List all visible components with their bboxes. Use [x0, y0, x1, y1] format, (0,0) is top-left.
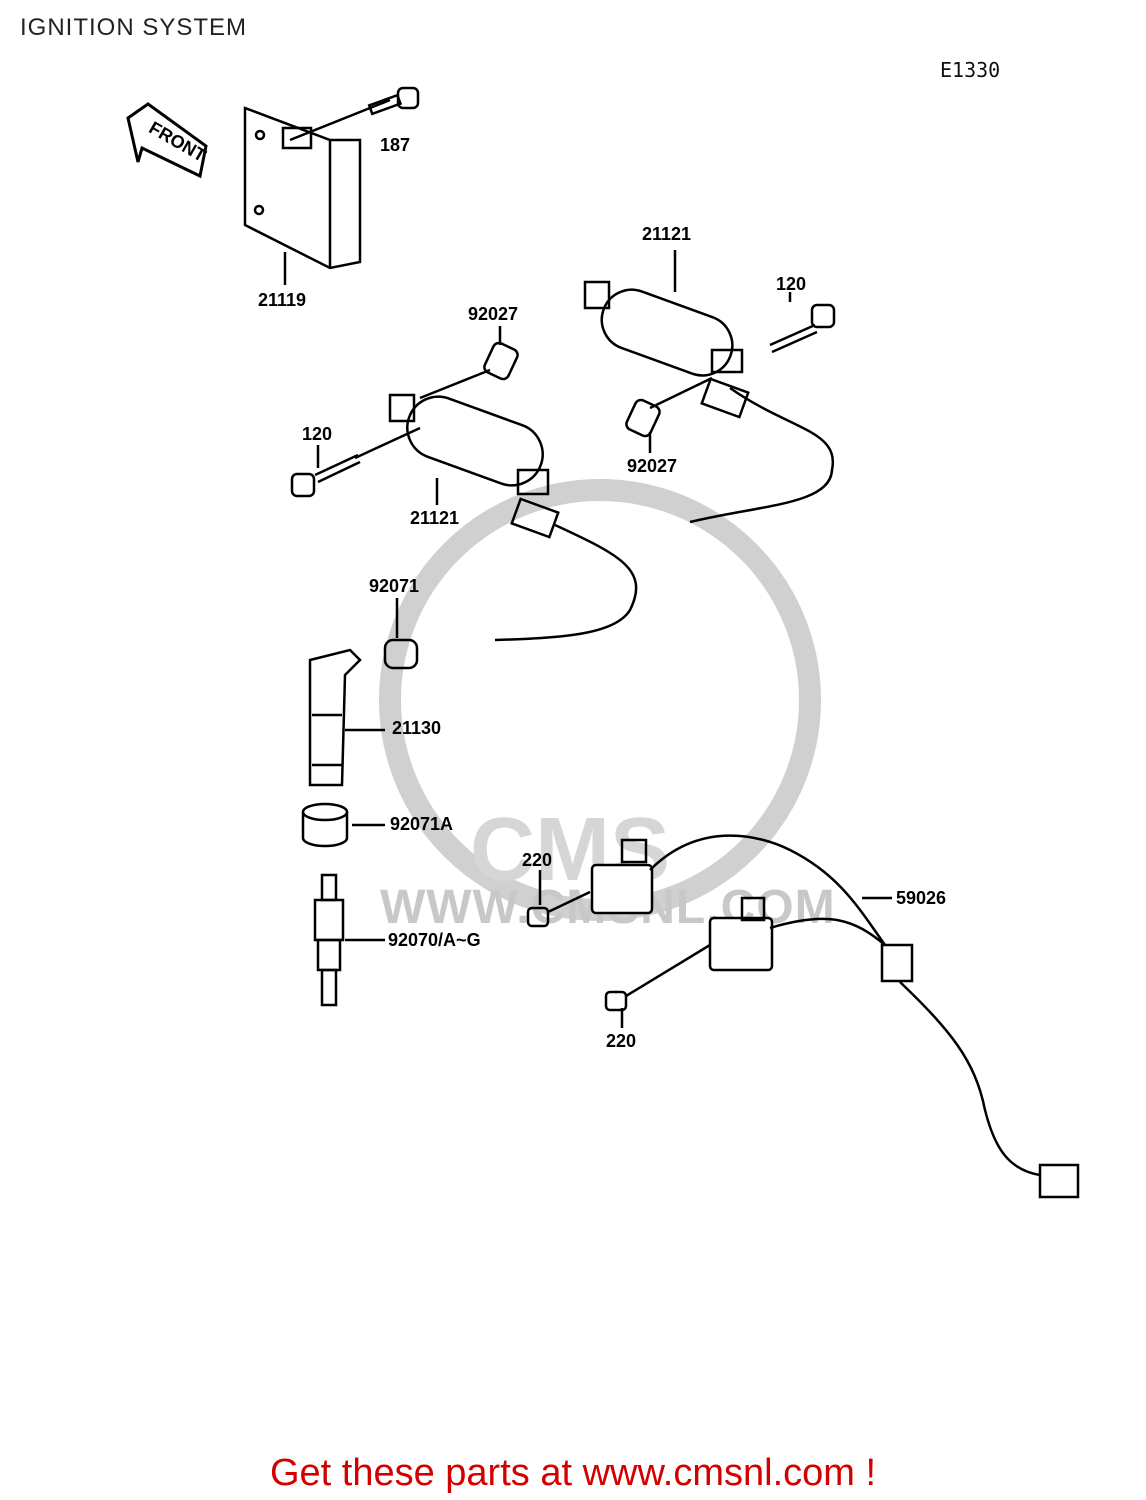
part-label-220-top: 220 [522, 850, 553, 870]
spacer-92027-right [625, 376, 713, 438]
part-label-21121-bottom: 21121 [410, 508, 460, 528]
part-label-92070: 92070/A~G [388, 930, 481, 950]
diagram-code: E1330 [940, 58, 1001, 82]
seal-92071 [383, 638, 419, 670]
part-label-120-right: 120 [776, 274, 807, 294]
spacer-92027-left [483, 341, 519, 381]
bolt-220-bottom [604, 943, 711, 1012]
cap-92071A [301, 802, 349, 848]
page-title: IGNITION SYSTEM [20, 14, 248, 41]
plug-cap-21130 [308, 648, 362, 787]
part-label-92027-left: 92027 [468, 304, 519, 324]
spark-plug-92070 [313, 873, 345, 1007]
part-label-21130: 21130 [392, 718, 442, 738]
part-label-92071: 92071 [369, 576, 420, 596]
part-label-21119: 21119 [258, 290, 307, 310]
part-label-92071A: 92071A [390, 814, 454, 834]
igniter-unit-21119 [243, 106, 362, 270]
bolt-120-right [769, 303, 836, 354]
front-arrow-icon: FRONT [126, 102, 209, 179]
ignition-coil-right [583, 280, 835, 524]
pickup-coil-upper [590, 838, 654, 915]
part-label-21121-top: 21121 [642, 224, 692, 244]
bolt-120-left [290, 426, 421, 498]
part-label-59026: 59026 [896, 888, 947, 908]
pickup-coil-lower [708, 896, 774, 972]
bolt-220-top [526, 890, 591, 928]
part-label-220-bottom: 220 [606, 1031, 637, 1051]
bolt-187 [367, 86, 420, 116]
part-label-187: 187 [380, 135, 411, 155]
ignition-coil-left [388, 393, 638, 642]
part-label-92027-right: 92027 [627, 456, 678, 476]
part-label-120-left: 120 [302, 424, 333, 444]
wiring-harness-59026 [649, 834, 1080, 1199]
footer-link[interactable]: Get these parts at www.cmsnl.com ! [269, 1452, 877, 1494]
